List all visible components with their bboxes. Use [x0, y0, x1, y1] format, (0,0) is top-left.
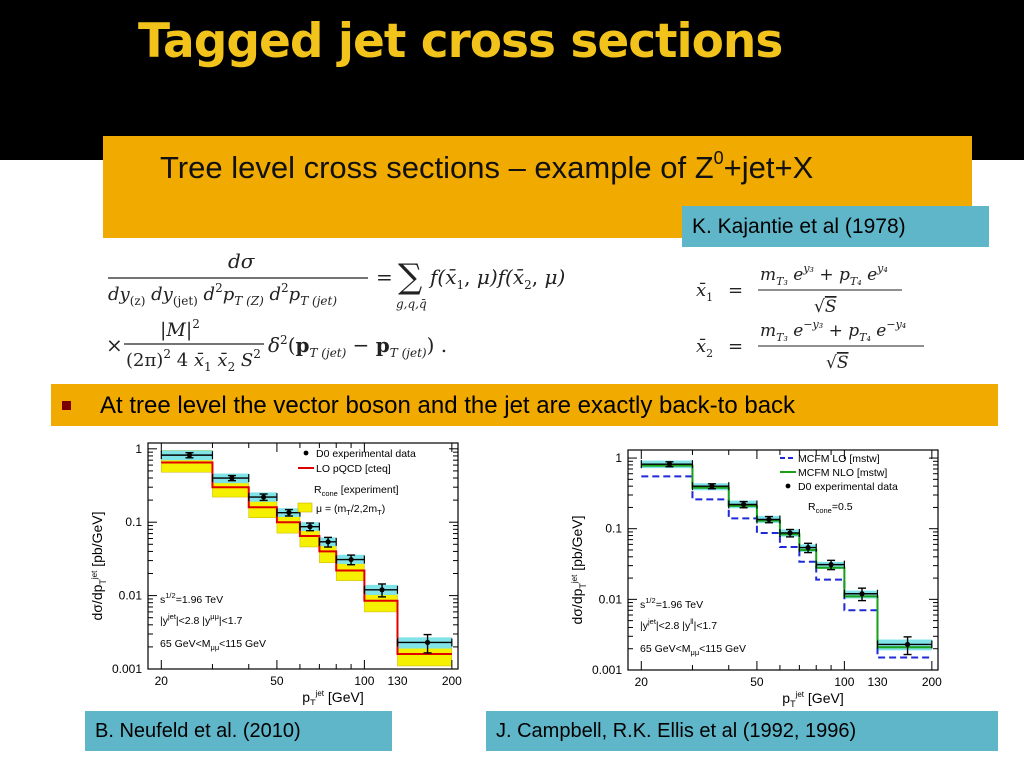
plot-frame — [147, 442, 459, 670]
y-tick-label: 0.01 — [599, 592, 623, 606]
plot-frame — [627, 449, 939, 671]
x-tick-label: 50 — [270, 674, 284, 688]
legend-item-label: LO pQCD [cteq] — [316, 463, 391, 475]
svg-text:f(x̄1, μ)f(x̄2, μ): f(x̄1, μ)f(x̄2, μ) — [428, 265, 565, 292]
data-point — [307, 524, 313, 530]
plot-neufeld: 0.001 0.01 0.1 1 20 50 100 130 200 pTjet [GeV] dσ/… — [89, 442, 462, 705]
legend-item-label: μ = (mT/2,2mT) — [316, 503, 385, 517]
bullet-marker — [62, 401, 71, 410]
x-axis-label: pTjet [GeV] — [302, 689, 363, 705]
svg-text:mT₃ ey₃ + pT₄ ey₄: mT₃ ey₃ + pT₄ ey₄ — [760, 262, 888, 288]
data-point — [186, 452, 193, 458]
series-line — [161, 461, 452, 656]
bullet-box — [51, 384, 998, 426]
svg-text:dy(z) dy(jet) d2pT (Z) d2pT (j: dy(z) dy(jet) d2pT (Z) d2pT (jet) — [108, 281, 337, 308]
data-point — [379, 587, 385, 593]
svg-text:mT₃ e−y₃ + pT₄ e−y₄: mT₃ e−y₃ + pT₄ e−y₄ — [760, 318, 906, 344]
data-point — [261, 494, 267, 500]
y-axis-label: dσ/dpTjet [pb/GeV] — [89, 512, 108, 621]
svg-text:∑: ∑ — [398, 257, 422, 297]
data-point — [286, 510, 292, 516]
data-point — [325, 539, 331, 545]
data-point — [709, 483, 715, 489]
data-point — [424, 639, 431, 646]
x-tick-label: 130 — [387, 674, 407, 688]
y-tick-label: 0.01 — [119, 589, 143, 603]
x-tick-label: 100 — [834, 675, 854, 689]
subtitle-main: Tree level cross sections – example of Z — [160, 150, 714, 185]
legend-band-icon — [297, 502, 313, 513]
legend-item-label: MCFM NLO [mstw] — [798, 467, 887, 479]
data-point — [859, 591, 865, 597]
svg-text:=: = — [376, 265, 393, 289]
annotation-mass: 65 GeV<Mμμ<115 GeV — [640, 643, 746, 657]
y-tick-label: 1 — [615, 451, 622, 465]
data-point — [229, 475, 235, 481]
annotation-energy: s1/2=1.96 TeV — [160, 591, 223, 606]
citation-campbell-ellis: J. Campbell, R.K. Ellis et al (1992, 199… — [486, 711, 998, 751]
y-tick-label: 1 — [135, 442, 142, 456]
svg-text:×: × — [106, 333, 123, 357]
svg-text:g,q,q̄: g,q,q̄ — [396, 297, 427, 311]
svg-text:|M|2: |M|2 — [160, 317, 200, 341]
svg-text:x̄1: x̄1 — [696, 280, 713, 304]
svg-text:dσ: dσ — [228, 249, 256, 273]
y-tick-label: 0.001 — [592, 663, 622, 677]
cross-section-formula: dσ dy(z) dy(jet) d2pT (Z) d2pT (jet) = ∑… — [106, 249, 565, 374]
data-point — [828, 562, 834, 568]
legend-item-label: MCFM LO [mstw] — [798, 453, 880, 465]
svg-text:x̄2: x̄2 — [696, 336, 713, 360]
x-tick-label: 100 — [354, 674, 374, 688]
data-point — [904, 641, 911, 648]
svg-text:√S: √S — [814, 297, 837, 317]
x-tick-label: 50 — [750, 675, 764, 689]
x-tick-label: 200 — [442, 674, 462, 688]
x-tick-label: 200 — [922, 675, 942, 689]
svg-text:=: = — [728, 336, 743, 357]
svg-text:δ2(pT (jet) − pT (jet)) .: δ2(pT (jet) − pT (jet)) . — [268, 333, 447, 360]
data-point — [741, 501, 747, 508]
legend-dot-icon — [785, 483, 791, 489]
momentum-fraction-formula: x̄1 = mT₃ ey₃ + pT₄ ey₄ √S x̄2 = mT₃ e−y… — [696, 262, 924, 372]
x-tick-label: 130 — [867, 675, 887, 689]
legend-item-label: D0 experimental data — [798, 481, 898, 493]
data-point — [348, 556, 354, 563]
citation-neufeld: B. Neufeld et al. (2010) — [85, 711, 392, 751]
legend-item-label: Rcone=0.5 — [808, 501, 853, 515]
data-point — [666, 461, 673, 467]
svg-text:=: = — [728, 280, 743, 301]
subtitle-tail: +jet+X — [723, 150, 814, 185]
annotation-rapidity: |yjet|<2.8 |yll|<1.7 — [640, 617, 717, 632]
svg-text:√S: √S — [826, 353, 849, 372]
y-tick-label: 0.1 — [125, 515, 142, 529]
svg-text:(2π)2 4 x̄1 x̄2 S2: (2π)2 4 x̄1 x̄2 S2 — [126, 347, 261, 374]
plot-campbell-ellis: 0.001 0.01 0.1 1 20 50 100 130 200 pTjet [GeV] dσ/… — [569, 449, 942, 708]
legend-item-label: Rcone [experiment] — [314, 484, 399, 498]
y-axis-label: dσ/dpTjet [pb/GeV] — [569, 516, 588, 625]
annotation-rapidity: |yjet|<2.8 |yμμ|<1.7 — [160, 612, 243, 627]
annotation-energy: s1/2=1.96 TeV — [640, 596, 703, 611]
data-point — [766, 516, 772, 523]
subtitle: Tree level cross sections – example of Z… — [160, 147, 814, 186]
x-tick-label: 20 — [635, 675, 649, 689]
data-point — [805, 545, 811, 551]
subtitle-sup: 0 — [713, 147, 724, 168]
bullet-text: At tree level the vector boson and the j… — [100, 392, 796, 419]
x-axis-label: pTjet [GeV] — [782, 690, 843, 708]
annotation-mass: 65 GeV<Mμμ<115 GeV — [160, 638, 266, 652]
y-tick-label: 0.001 — [112, 662, 142, 676]
slide-title: Tagged jet cross sections — [138, 14, 783, 69]
legend-item-label: D0 experimental data — [316, 448, 416, 460]
citation-kajantie: K. Kajantie et al (1978) — [682, 206, 989, 247]
series-line — [641, 475, 932, 659]
legend-dot-icon — [303, 450, 309, 456]
data-point — [787, 530, 793, 536]
y-tick-label: 0.1 — [605, 522, 622, 536]
x-tick-label: 20 — [155, 674, 169, 688]
